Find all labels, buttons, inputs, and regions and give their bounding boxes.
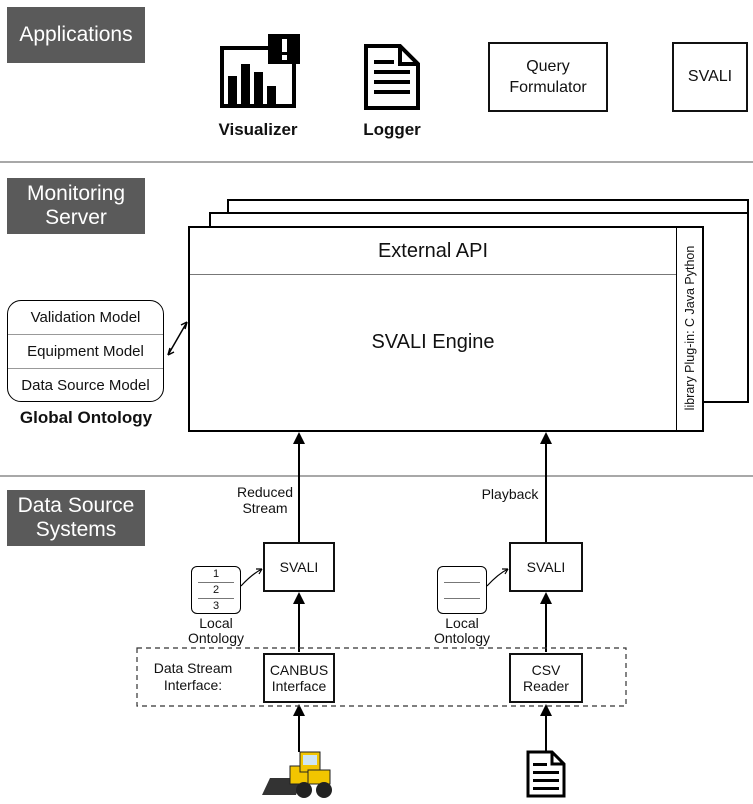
section-label-data-source-systems: Data Source Systems [7,490,145,546]
local-ontology-left-label: Local Ontology [176,616,256,646]
section-label-text: Applications [19,23,133,46]
label-line: Stream [242,500,288,516]
local-ontology-row [444,583,480,599]
section-label-monitoring-server: Monitoring Server [7,178,145,234]
visualizer-label: Visualizer [218,120,298,139]
server-box: External API SVALI Engine library Plug-i… [188,226,704,432]
section-label-applications: Applications [7,7,145,63]
section-label-line: Systems [35,518,117,541]
svali-right-box: SVALI [509,542,583,592]
local-ontology-row: 3 [212,600,220,612]
box-text-line: Formulator [509,79,587,96]
box-text-line: Query [526,58,570,75]
reduced-stream-label: Reduced Stream [225,484,305,516]
local-ontology-left-table: 1 2 3 [191,566,241,614]
svali-app-box: SVALI [672,42,748,112]
label-line: Data Stream [153,660,233,676]
label-line: Reduced [236,484,294,500]
external-api-label: External API [377,239,489,262]
chart-alert-icon [220,34,300,108]
document-icon [526,750,566,798]
section-label-line: Monitoring [26,182,126,205]
query-formulator-box: Query Formulator [488,42,608,112]
global-ontology-box: Validation Model Equipment Model Data So… [7,300,164,402]
label-line: Interface: [163,677,223,693]
plugin-panel: library Plug-in: C Java Python [676,228,702,430]
local-ontology-row: 2 [198,583,234,599]
global-ontology-caption: Global Ontology [19,408,153,427]
label-line: Ontology [187,630,245,646]
document-icon [364,44,420,110]
label-line: Local [445,615,479,631]
section-label-line: Server [45,206,107,229]
box-text-line: Interface [271,678,327,694]
local-ontology-right-label: Local Ontology [422,616,502,646]
equipment-model: Equipment Model [8,335,163,369]
svali-left-box: SVALI [263,542,335,592]
box-text: SVALI [526,559,566,575]
data-source-model: Data Source Model [21,377,150,394]
canbus-interface-box: CANBUS Interface [263,653,335,703]
separator-top [0,161,753,163]
svali-engine-label: SVALI Engine [371,330,495,353]
box-text: SVALI [687,68,733,85]
label-line: Ontology [433,630,491,646]
external-api-section: External API [190,228,676,275]
separator-bottom [0,475,753,477]
data-stream-interface-label: Data Stream Interface: [143,660,243,694]
local-ontology-row: 1 [198,567,234,583]
local-ontology-right-table [437,566,487,614]
section-label-line: Data Source [17,494,135,517]
local-ontology-row [444,567,480,583]
csv-reader-box: CSV Reader [509,653,583,703]
box-text-line: Reader [523,678,569,694]
playback-label: Playback [481,486,539,502]
label-line: Local [199,615,233,631]
wheel-loader-icon [262,751,332,798]
logger-label: Logger [363,120,421,139]
box-text: SVALI [279,559,319,575]
svali-engine-section: SVALI Engine [190,275,676,409]
box-text-line: CSV [531,662,561,678]
box-text-line: CANBUS [269,662,329,678]
plugin-label: library Plug-in: C Java Python [683,245,697,411]
validation-model: Validation Model [8,301,163,335]
